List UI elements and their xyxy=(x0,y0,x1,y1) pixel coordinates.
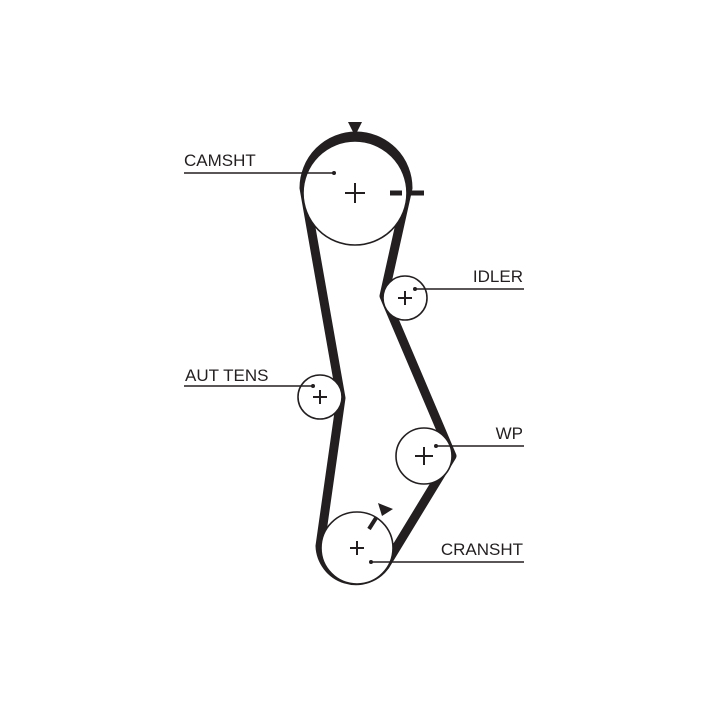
water-pump-pulley xyxy=(395,427,453,485)
idler-leader xyxy=(413,287,524,291)
tensioner-label: AUT TENS xyxy=(185,366,268,385)
crankshaft-timing-marker xyxy=(378,503,393,516)
crankshaft-label: CRANSHT xyxy=(441,540,523,559)
water-pump-leader xyxy=(434,444,524,448)
crankshaft-pulley xyxy=(320,511,394,585)
camshaft-timing-marker xyxy=(348,122,362,136)
idler-pulley xyxy=(382,275,428,321)
water-pump-label: WP xyxy=(496,424,523,443)
crankshaft-leader xyxy=(369,560,524,564)
camshaft-label: CAMSHT xyxy=(184,151,256,170)
idler-label: IDLER xyxy=(473,267,523,286)
tensioner-pulley xyxy=(297,374,343,420)
crankshaft-timing-dash xyxy=(367,516,378,531)
camshaft-pulley xyxy=(302,140,408,246)
camshaft-leader xyxy=(184,171,336,175)
tensioner-leader xyxy=(184,384,315,388)
